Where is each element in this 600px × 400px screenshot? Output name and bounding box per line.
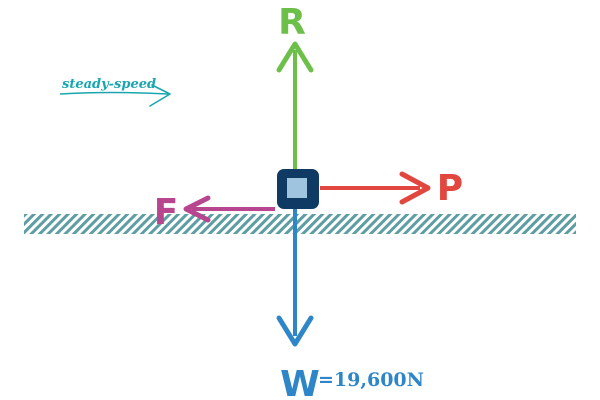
block-window — [287, 178, 307, 198]
push-force-label: P — [437, 168, 463, 209]
friction-force-arrowhead — [183, 195, 211, 223]
motion-arrowhead — [149, 84, 171, 107]
push-force-arrowhead — [399, 171, 431, 205]
motion-label: steady-speed — [62, 77, 156, 92]
reaction-force-label: R — [278, 2, 306, 43]
motion-arrow — [59, 91, 169, 95]
weight-force-value: =19,600N — [318, 369, 424, 391]
ground-surface — [24, 214, 576, 234]
friction-force-label: F — [154, 192, 179, 233]
weight-force-label: W — [280, 364, 320, 400]
weight-force-arrowhead — [276, 315, 314, 347]
reaction-force-arrowhead — [276, 41, 314, 73]
